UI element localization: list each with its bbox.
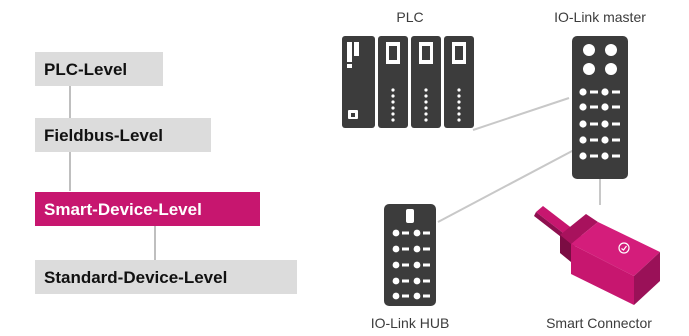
link-master-hub: [437, 149, 575, 223]
plc-label: PLC: [396, 9, 423, 25]
level-label: Fieldbus-Level: [44, 126, 163, 145]
plc-io-module: [378, 36, 408, 128]
level-fieldbus: Fieldbus-Level: [35, 118, 211, 152]
level-smart-device: Smart-Device-Level: [35, 192, 260, 226]
io-link-hub-icon: [384, 204, 436, 306]
level-box: [35, 52, 163, 86]
io-link-master-icon: [572, 36, 628, 179]
level-plc: PLC-Level: [35, 52, 163, 86]
smart-connector-label: Smart Connector: [546, 315, 652, 331]
level-box: [35, 118, 211, 152]
level-box-highlight: [35, 192, 260, 226]
io-link-master-label: IO-Link master: [554, 9, 646, 25]
level-label: PLC-Level: [44, 60, 127, 79]
level-box: [35, 260, 297, 294]
plc-io-module: [444, 36, 474, 128]
level-standard-device: Standard-Device-Level: [35, 260, 297, 294]
level-label: Standard-Device-Level: [44, 268, 227, 287]
plc-icon: [342, 36, 474, 128]
level-label: Smart-Device-Level: [44, 200, 202, 219]
level-connectors: [69, 85, 156, 261]
device-connections: [437, 97, 601, 223]
link-plc-master: [472, 97, 570, 131]
smart-connector-icon: [534, 206, 660, 305]
plc-io-module: [411, 36, 441, 128]
io-link-hub-label: IO-Link HUB: [371, 315, 450, 331]
